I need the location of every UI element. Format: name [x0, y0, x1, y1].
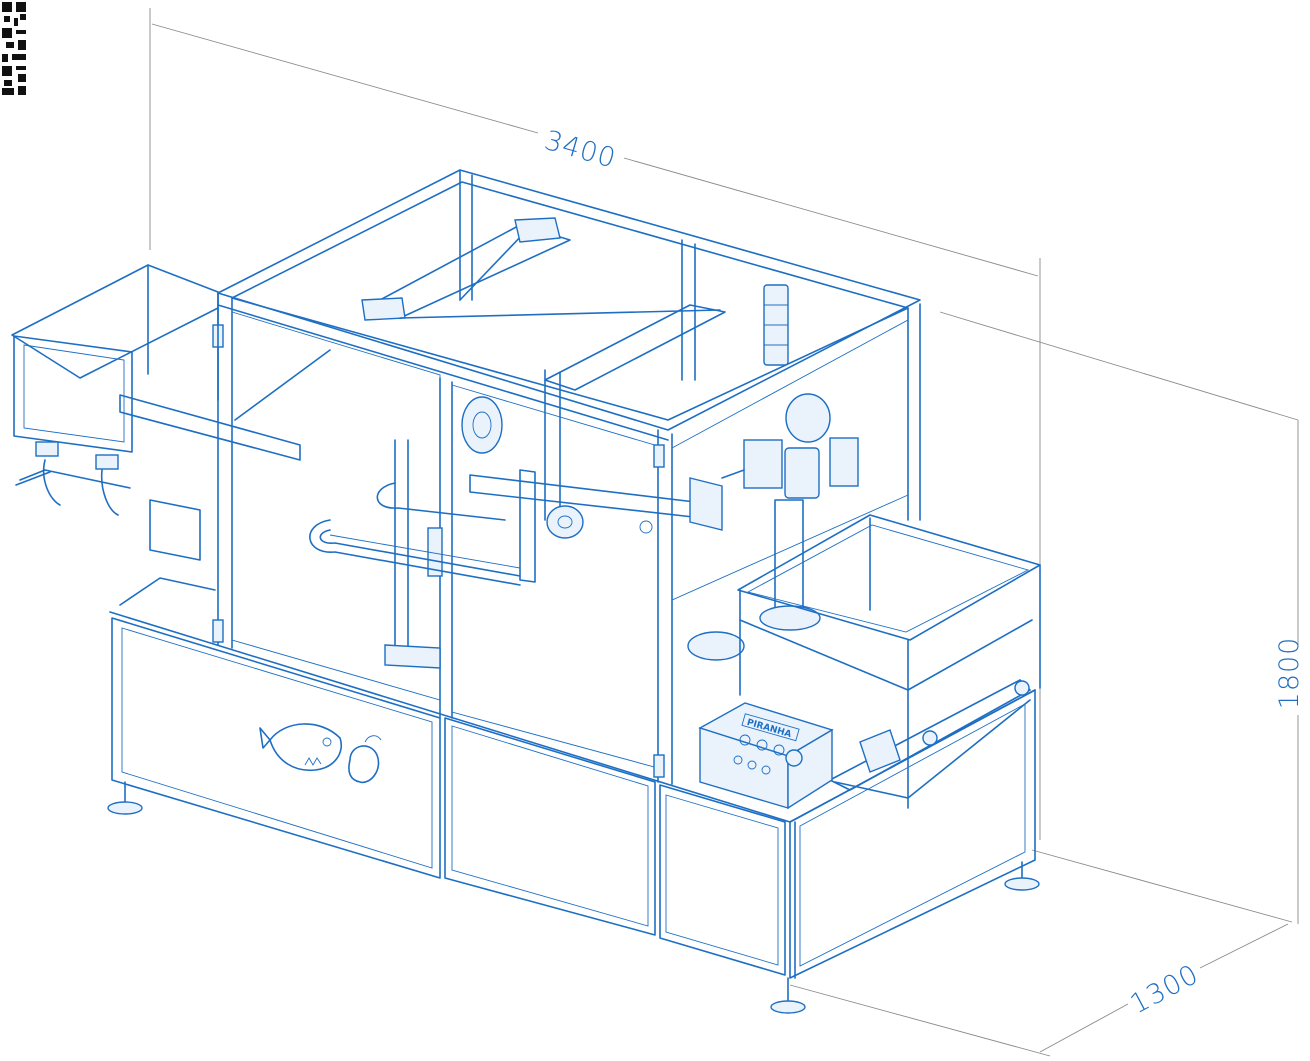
control-knob-icon [756, 739, 768, 751]
depth-dimension-label: 1300 [1125, 959, 1204, 1021]
dimension-lines [149, 8, 1299, 1057]
piranha-logo-icon [259, 723, 382, 784]
foot [1004, 861, 1040, 891]
control-knob-icon [739, 734, 751, 746]
infeed-conveyor [11, 264, 301, 561]
indicator-light-icon [733, 755, 743, 765]
control-knob-icon [773, 744, 785, 756]
roller-wheel [461, 396, 503, 454]
main-enclosure-frame [212, 169, 921, 785]
foot [107, 781, 143, 815]
qr-code-icon [0, 0, 30, 97]
height-dimension-label: 1800 [1274, 637, 1305, 710]
length-dimension-label: 3400 [541, 125, 619, 175]
foot [770, 977, 806, 1014]
control-panel: PIRANHA [698, 702, 834, 810]
internal-mechanism [309, 217, 726, 669]
outfeed-conveyor [737, 514, 1041, 809]
indicator-light-icon [761, 765, 771, 775]
emergency-stop-icon [785, 749, 803, 767]
indicator-light-icon [747, 760, 757, 770]
motor-assembly [687, 284, 859, 661]
roller-wheel [546, 505, 584, 539]
base-cabinet [107, 577, 1040, 1014]
